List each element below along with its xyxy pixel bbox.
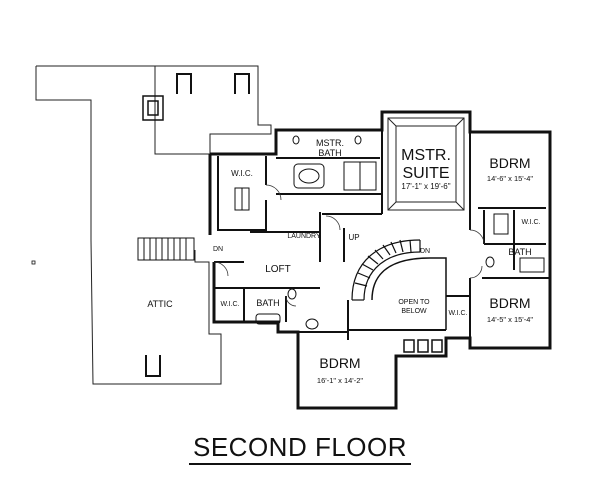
label-bath-east: BATH bbox=[508, 247, 531, 257]
master-suite-tray bbox=[387, 117, 465, 211]
label-dn-stair: DN bbox=[420, 248, 430, 255]
plan-title: SECOND FLOOR bbox=[0, 432, 600, 465]
label-mstr-suite-dim: 17'-1" x 19'-6" bbox=[401, 182, 450, 191]
ne-bath-fixtures bbox=[485, 213, 545, 273]
south-bay-windows bbox=[403, 339, 443, 353]
interior-walls bbox=[214, 130, 550, 340]
label-loft: LOFT bbox=[265, 264, 291, 275]
master-bath-fixtures bbox=[292, 135, 377, 191]
plan-title-text: SECOND FLOOR bbox=[188, 433, 412, 465]
label-mstr-bath-2: BATH bbox=[318, 148, 341, 158]
master-wic-shelving bbox=[234, 187, 250, 211]
curved-staircase bbox=[351, 239, 421, 301]
label-wic-ne: W.I.C. bbox=[521, 219, 540, 226]
label-bdrm-s: BDRM bbox=[319, 355, 360, 371]
door-swings bbox=[213, 184, 485, 307]
label-bdrm-ne: BDRM bbox=[489, 155, 530, 171]
label-open-to-below-1: OPEN TO bbox=[398, 299, 430, 306]
label-mstr-suite-1: MSTR. bbox=[401, 147, 451, 164]
label-bdrm-ne-dim: 14'-6" x 15'-4" bbox=[487, 174, 533, 183]
label-attic: ATTIC bbox=[147, 299, 173, 309]
label-up: UP bbox=[348, 233, 359, 242]
label-open-to-below-2: BELOW bbox=[401, 308, 427, 315]
label-wic-se: W.I.C. bbox=[448, 310, 467, 317]
attic-chimney bbox=[142, 95, 164, 121]
attic-roof-outline bbox=[35, 65, 272, 385]
loft-bath-fixtures bbox=[255, 288, 319, 330]
label-wic-loft: W.I.C. bbox=[220, 301, 239, 308]
attic-vents-top bbox=[176, 73, 250, 94]
label-laundry: LAUNDRY bbox=[287, 233, 321, 240]
label-mstr-bath-1: MSTR. bbox=[316, 138, 344, 148]
label-dn-main: DN bbox=[213, 246, 223, 253]
label-mstr-suite-2: SUITE bbox=[402, 165, 449, 182]
left-staircase bbox=[137, 237, 195, 261]
label-wic-master: W.I.C. bbox=[231, 169, 253, 178]
label-bath-loft: BATH bbox=[256, 298, 279, 308]
attic-vent-bottom bbox=[145, 355, 161, 377]
label-bdrm-se: BDRM bbox=[489, 295, 530, 311]
site-marker bbox=[31, 260, 36, 265]
label-bdrm-s-dim: 16'-1" x 14'-2" bbox=[317, 376, 363, 385]
label-bdrm-se-dim: 14'-5" x 15'-4" bbox=[487, 315, 533, 324]
open-to-below-rail bbox=[371, 257, 447, 330]
